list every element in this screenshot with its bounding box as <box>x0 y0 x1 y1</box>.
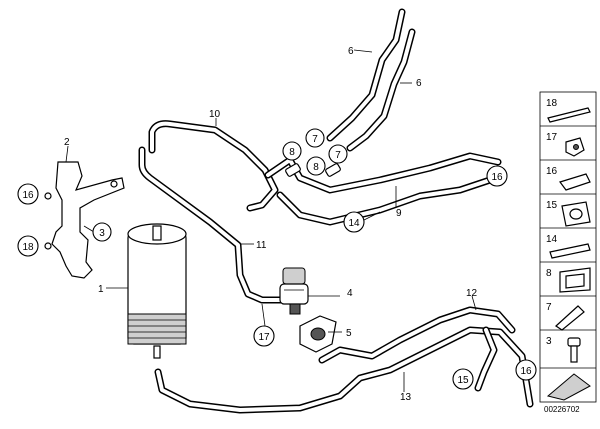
key-item-14: 14 <box>540 234 596 263</box>
key-label-18: 18 <box>546 98 558 109</box>
holder-5 <box>299 315 337 353</box>
svg-text:18: 18 <box>22 242 34 253</box>
diagram-code: 00226702 <box>544 405 580 414</box>
svg-text:8: 8 <box>289 147 295 158</box>
bracket-2 <box>44 161 125 279</box>
callout-9: 9 <box>396 208 402 219</box>
callout-7a: 7 <box>305 128 325 148</box>
key-label-14: 14 <box>546 234 558 245</box>
key-item-3: 3 <box>540 336 596 369</box>
valve-4 <box>279 267 309 315</box>
callout-10: 10 <box>209 109 221 120</box>
svg-text:3: 3 <box>99 228 105 239</box>
hose-15 <box>474 326 498 392</box>
callout-8b: 8 <box>306 156 326 176</box>
hose-13 <box>154 326 534 414</box>
callout-2: 2 <box>64 137 70 148</box>
svg-text:16: 16 <box>491 172 503 183</box>
hose-6-left <box>326 8 406 142</box>
hose-12 <box>318 306 516 364</box>
callout-8a: 8 <box>282 141 302 161</box>
svg-text:7: 7 <box>312 134 318 145</box>
key-label-17: 17 <box>546 132 558 143</box>
hose-11 <box>138 146 289 304</box>
svg-text:15: 15 <box>457 375 469 386</box>
callout-6b: 6 <box>416 78 422 89</box>
svg-text:8: 8 <box>313 162 319 173</box>
key-item-18: 18 <box>540 98 596 127</box>
key-label-3: 3 <box>546 336 552 347</box>
canister-1 <box>127 223 187 359</box>
callout-13: 13 <box>400 392 412 403</box>
hose-6-right <box>346 28 416 152</box>
key-label-7: 7 <box>546 302 552 313</box>
clip-small-parts <box>285 163 341 177</box>
key-item-7: 7 <box>540 302 596 331</box>
svg-text:7: 7 <box>335 150 341 161</box>
key-item-16: 16 <box>540 166 596 195</box>
key-item-8: 8 <box>540 267 596 297</box>
callout-4: 4 <box>347 288 353 299</box>
callout-labels: 1 2 4 5 6 6 9 10 11 12 13 <box>64 46 478 403</box>
key-label-8: 8 <box>546 268 552 279</box>
leader-lines <box>65 49 477 392</box>
callout-14: 14 <box>343 211 365 233</box>
callout-16b: 16 <box>486 165 508 187</box>
parts-key-sidebar: 18 17 16 15 14 8 <box>539 91 597 403</box>
circled-callouts: 3 7 7 8 8 14 15 16 <box>17 128 537 390</box>
key-item-gasket <box>546 373 591 401</box>
svg-text:16: 16 <box>22 190 34 201</box>
callout-15: 15 <box>452 368 474 390</box>
callout-16c: 16 <box>515 359 537 381</box>
callout-12: 12 <box>466 288 478 299</box>
callout-1: 1 <box>98 284 104 295</box>
key-label-16: 16 <box>546 166 558 177</box>
key-label-15: 15 <box>546 200 558 211</box>
hose-9 <box>264 152 502 194</box>
svg-text:16: 16 <box>520 366 532 377</box>
key-item-17: 17 <box>540 132 596 161</box>
callout-18: 18 <box>17 235 39 257</box>
callout-7b: 7 <box>328 144 348 164</box>
callout-3: 3 <box>92 222 112 242</box>
hose-14 <box>276 176 494 226</box>
callout-6a: 6 <box>348 46 354 57</box>
callout-16a: 16 <box>17 183 39 205</box>
callout-5: 5 <box>346 328 352 339</box>
callout-11: 11 <box>256 240 267 251</box>
key-item-15: 15 <box>540 200 596 229</box>
callout-17: 17 <box>253 325 275 347</box>
svg-text:17: 17 <box>258 332 270 343</box>
svg-text:14: 14 <box>348 218 360 229</box>
